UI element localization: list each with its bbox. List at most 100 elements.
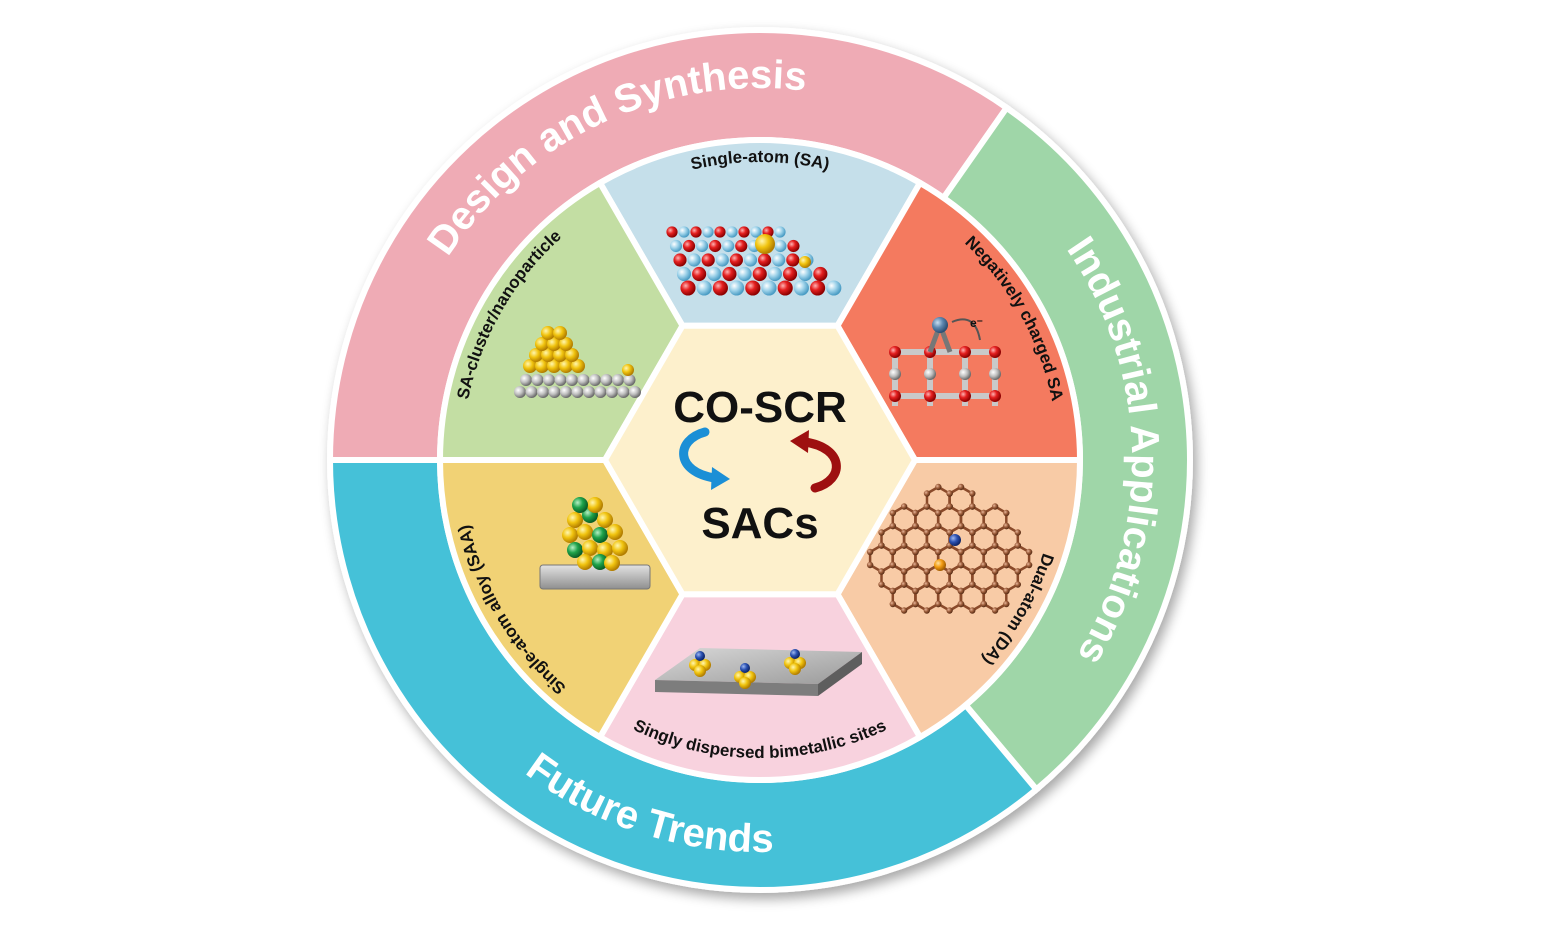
center-hexagon-layer: CO-SCR SACs [601,322,919,598]
support-slab [539,564,651,590]
electron-label: e⁻ [970,316,983,330]
alloy-dopant-atom [567,542,583,558]
carbon-atom [957,483,965,491]
carbon-atom [878,581,885,588]
carbon-atom [992,529,999,536]
carbon-atom [900,542,908,549]
host-atom [612,540,628,556]
support-atom [543,374,555,386]
cluster-atom [523,359,537,373]
oxygen-atom [810,280,826,296]
oxygen-atom [782,266,798,282]
oxygen-atom [682,239,696,253]
oxygen-atom [709,239,722,253]
carbon-atom [992,568,999,575]
cluster-atom [565,348,579,362]
single-metal-atom [932,317,948,333]
carbon-atom [912,522,919,530]
oxygen-atom [889,346,901,358]
center-hexagon [601,322,919,598]
oxygen-atom [745,280,761,296]
support-atom [589,374,601,386]
support-atom [514,386,526,398]
support-atom [525,386,538,398]
electron-transfer-arc [951,318,981,341]
support-atom [774,239,787,253]
support-atom [617,386,630,398]
carbon-atom [935,522,942,530]
carbon-atom [969,542,976,549]
carbon-atom [1003,509,1010,517]
support-atom [774,226,786,238]
carbon-atom [946,529,953,536]
single-metal-atom [799,256,811,268]
bimetallic-sites-illustration [655,648,862,696]
carbon-atom [900,581,908,588]
cluster-atom [529,348,543,362]
support-atom [577,374,590,386]
carbon-atom [957,561,965,569]
dual-atom-graphene-illustration [866,483,1033,614]
carbon-atom [957,587,965,595]
dopant-atom [740,663,750,673]
oxygen-atom [738,226,750,238]
carbon-atom [912,600,919,608]
dopant-atom [695,651,705,661]
carbon-atom [969,607,976,614]
support-plate-side [655,680,818,696]
carbon-atom [957,600,965,608]
negatively-charged-sa-illustration: e⁻ [889,316,1001,406]
metal-atom [924,368,936,380]
oxygen-atom [701,253,715,267]
carbon-atom [900,607,908,614]
carbon-atom [957,522,965,530]
metal-atom [694,665,706,677]
metal-atom-b [934,559,946,571]
cluster-atom [547,359,561,373]
cluster-atom [541,326,555,340]
metal-atom [989,368,1001,380]
center-title: CO-SCR [673,383,847,432]
carbon-atom [1014,581,1021,588]
oxygen-atom [690,226,702,238]
carbon-atom [969,529,976,536]
support-atom [669,239,683,253]
host-atom [577,554,593,570]
carbon-atom [1003,522,1010,530]
carbon-atom [980,522,987,530]
sa-cluster-illustration [514,326,641,398]
oxygen-atom [989,346,1001,358]
support-atom [715,253,729,267]
support-atom [798,266,813,282]
oxygen-atom [735,239,748,253]
carbon-atom [1014,542,1021,549]
support-atom [612,374,624,386]
carbon-atom [878,568,885,575]
support-atom [702,226,714,238]
support-atom [531,374,544,386]
carbon-atom [889,561,896,569]
support-atom [687,253,701,267]
support-atom [520,374,532,386]
metal-atom [889,368,901,380]
support-atom [676,266,692,282]
carbon-atom [946,581,953,588]
support-atom [583,386,595,398]
support-atom [793,280,809,296]
single-atom-lattice-illustration [666,226,842,296]
carbon-atom [980,509,987,517]
carbon-atom [1025,548,1033,556]
carbon-atom [991,581,999,588]
cluster-atom [553,348,567,362]
carbon-atom [1003,587,1010,595]
cluster-atom [559,337,573,351]
carbon-atom [1014,568,1021,575]
support-atom [743,253,758,267]
center-subtitle: SACs [701,499,818,548]
support-atom [571,386,584,398]
carbon-atom [935,509,942,517]
support-atom [722,239,735,253]
carbon-atom [991,542,999,549]
support-atom [750,226,762,238]
